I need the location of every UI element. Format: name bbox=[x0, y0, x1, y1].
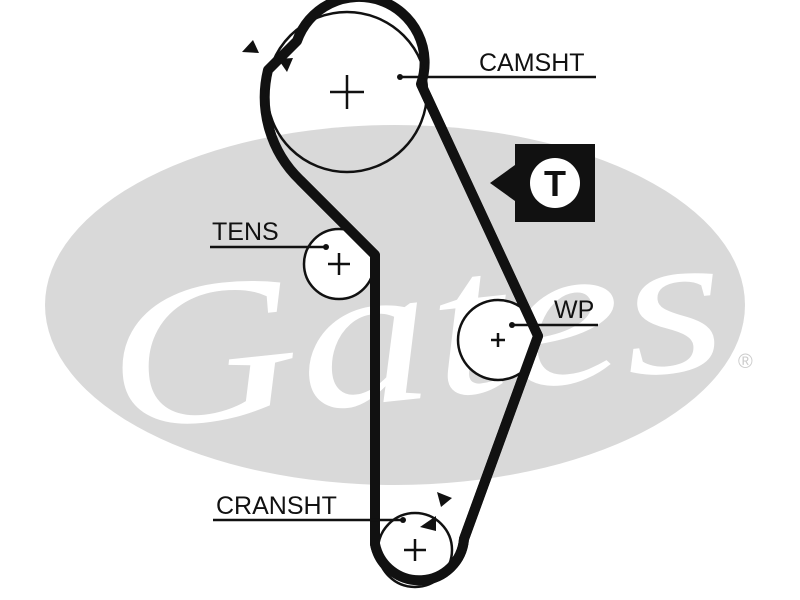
tensioner-label: TENS bbox=[212, 218, 279, 246]
water-pump-center-cross-icon bbox=[491, 333, 505, 347]
tension-pointer-icon bbox=[490, 165, 515, 201]
water-pump-label: WP bbox=[554, 296, 594, 324]
crankshaft-leader-dot bbox=[400, 517, 406, 523]
direction-arrow-icon bbox=[242, 40, 259, 53]
tension-marker-badge: T bbox=[490, 144, 595, 222]
tension-badge-letter: T bbox=[544, 163, 566, 204]
tensioner-center-cross-icon bbox=[328, 253, 350, 275]
tensioner-leader-dot bbox=[323, 244, 329, 250]
water-pump-pulley bbox=[456, 298, 540, 382]
camshaft-center-cross-icon bbox=[330, 75, 364, 109]
camshaft-label: CAMSHT bbox=[479, 49, 585, 77]
gates-watermark: Gates ® bbox=[45, 125, 753, 485]
crankshaft-label: CRANSHT bbox=[216, 492, 337, 520]
registered-mark: ® bbox=[738, 351, 753, 373]
direction-arrow-icon bbox=[420, 516, 436, 531]
water-pump-leader-dot bbox=[509, 322, 515, 328]
direction-arrow-icon bbox=[278, 58, 293, 72]
crankshaft-center-cross-icon bbox=[404, 539, 426, 561]
timing-belt-overlay bbox=[296, 81, 543, 586]
direction-arrow-icon bbox=[437, 492, 452, 507]
label-leader-lines bbox=[210, 74, 598, 523]
camshaft-leader-dot bbox=[397, 74, 403, 80]
tension-badge-circle bbox=[530, 158, 580, 208]
